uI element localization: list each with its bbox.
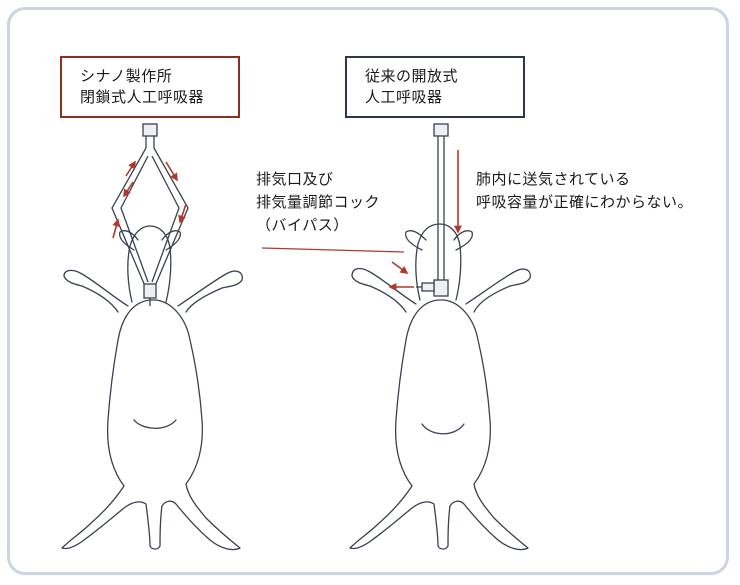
volume-note-line1: 肺内に送気されている bbox=[476, 170, 631, 188]
bypass-note-line3: （バイパス） bbox=[256, 216, 349, 234]
left-flow-arrows bbox=[112, 160, 187, 239]
bypass-leader-line bbox=[261, 247, 405, 253]
left-rat-figure bbox=[61, 225, 243, 551]
bypass-note: 排気口及び 排気量調節コック （バイパス） bbox=[256, 168, 380, 237]
right-rat-figure bbox=[349, 223, 531, 551]
open-ventilator-label-line2: 人工呼吸器 bbox=[365, 88, 443, 106]
bypass-note-line2: 排気量調節コック bbox=[256, 193, 381, 211]
volume-note: 肺内に送気されている 呼吸容量が正確にわからない。 bbox=[476, 168, 693, 214]
right-open-tube bbox=[416, 123, 449, 297]
closed-ventilator-label-line1: シナノ製作所 bbox=[80, 67, 173, 85]
open-ventilator-label: 従来の開放式 人工呼吸器 bbox=[345, 56, 525, 118]
open-ventilator-label-line1: 従来の開放式 bbox=[365, 67, 459, 85]
right-flow-arrows bbox=[388, 150, 462, 291]
closed-ventilator-label: シナノ製作所 閉鎖式人工呼吸器 bbox=[60, 56, 240, 118]
left-closed-tube bbox=[111, 123, 189, 306]
closed-ventilator-label-line2: 閉鎖式人工呼吸器 bbox=[80, 88, 205, 106]
bypass-note-line1: 排気口及び bbox=[256, 170, 334, 188]
volume-note-line2: 呼吸容量が正確にわからない。 bbox=[476, 193, 694, 211]
